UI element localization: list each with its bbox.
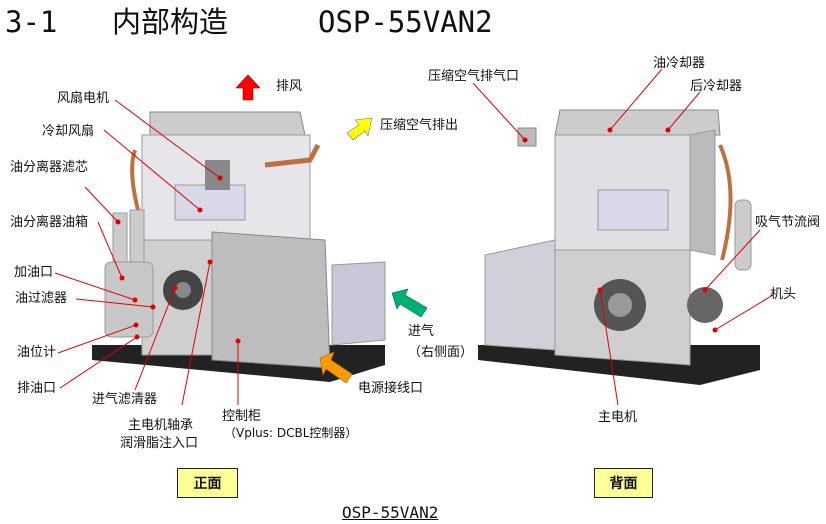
label-compressed-air-out: 压缩空气排出 [380,118,459,133]
exhaust-arrow [235,74,261,101]
label-air-filter: 进气滤清器 [92,392,158,407]
label-cooling-fan: 冷却风扇 [42,124,95,139]
section-number: 3-1 [5,5,58,39]
label-exhaust: 排风 [276,79,303,94]
footer-model: OSP-55VAN2 [342,503,439,522]
back-machine-illustration [478,109,760,385]
label-oil-drain: 排油口 [17,381,57,396]
label-separator-tank: 油分离器油箱 [10,215,89,230]
label-main-motor: 主电机 [598,410,638,425]
label-controller: （Vplus: DCBL控制器） [224,426,358,440]
model-title: OSP-55VAN2 [318,5,493,39]
label-power-inlet: 电源接线口 [358,381,424,396]
label-oil-cooler: 油冷却器 [653,56,706,71]
page-title: 内部构造 [112,5,229,39]
label-fan-motor: 风扇电机 [57,91,110,106]
label-airend: 机头 [770,287,797,302]
air-out-arrow [346,117,373,141]
label-bearing-2: 润滑脂注入口 [120,436,199,451]
label-oil-filter: 油过滤器 [15,291,68,306]
leader-lines [54,68,774,406]
label-oil-level: 油位计 [17,345,57,360]
front-machine-illustration [92,111,386,382]
front-view-label: 正面 [177,468,238,498]
label-discharge-port: 压缩空气排气口 [428,69,520,84]
intake-arrow [391,288,428,318]
label-intake-valve: 吸气节流阀 [755,215,821,230]
label-control-panel: 控制柜 [222,409,262,424]
label-intake-side: （右侧面） [408,345,474,360]
label-air-intake: 进气 [408,324,435,339]
label-after-cooler: 后冷却器 [690,79,743,94]
power-inlet-arrow [319,351,353,384]
label-separator-element: 油分离器滤芯 [10,160,89,175]
back-view-label: 背面 [594,468,653,498]
label-bearing-1: 主电机轴承 [128,418,194,433]
label-oil-fill: 加油口 [14,265,54,280]
